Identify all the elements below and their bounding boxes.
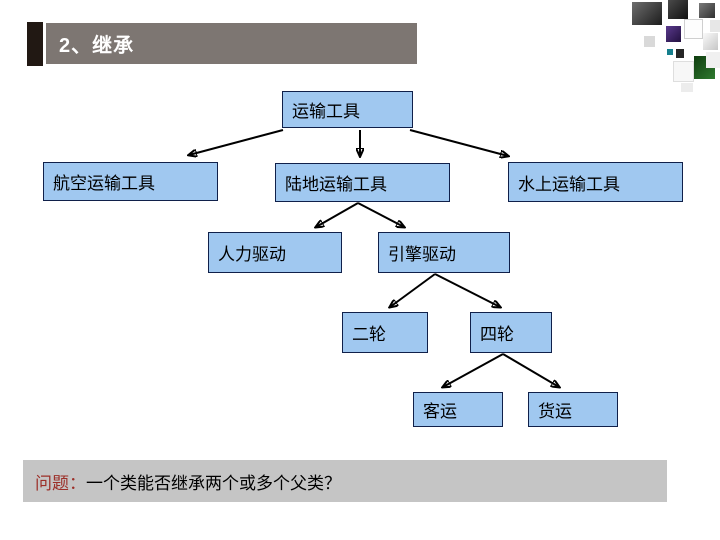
node-label: 陆地运输工具 (285, 175, 387, 194)
node-two-wheel: 二轮 (342, 312, 428, 353)
edge-land-human (316, 202, 359, 227)
edge-engine-two-wheel (390, 273, 436, 307)
node-label: 客运 (423, 402, 457, 421)
decoration-square (684, 19, 703, 39)
node-label: 二轮 (352, 325, 386, 344)
decoration-square (699, 3, 715, 18)
decoration-square (706, 52, 720, 68)
edge-engine-four-wheel (434, 273, 500, 307)
node-label: 货运 (538, 402, 572, 421)
node-human-powered: 人力驱动 (208, 232, 342, 273)
node-engine-driven: 引擎驱动 (378, 232, 510, 273)
title-accent-block (27, 22, 43, 66)
node-label: 水上运输工具 (518, 174, 620, 194)
decoration-square (710, 20, 720, 32)
node-air-transport: 航空运输工具 (43, 162, 218, 201)
node-label: 运输工具 (292, 102, 360, 121)
edge-transport-water (409, 129, 508, 156)
node-land-transport: 陆地运输工具 (275, 163, 450, 202)
decoration-square (667, 49, 673, 55)
node-label: 四轮 (480, 325, 514, 344)
node-label: 引擎驱动 (388, 245, 456, 264)
node-freight: 货运 (528, 392, 618, 427)
node-four-wheel: 四轮 (470, 312, 552, 353)
node-label: 人力驱动 (218, 245, 286, 264)
edge-transport-air (189, 129, 284, 155)
question-text: 一个类能否继承两个或多个父类？ (86, 473, 341, 493)
page-title: 2、继承 (59, 35, 135, 57)
decoration-square (681, 83, 693, 92)
node-passenger: 客运 (413, 392, 503, 427)
decoration-square (676, 49, 684, 58)
decoration-square (632, 2, 662, 25)
decoration-square (703, 33, 718, 50)
decoration-square (673, 61, 694, 82)
decoration-square (666, 26, 681, 42)
node-label: 航空运输工具 (53, 174, 155, 193)
decoration-square (668, 0, 688, 19)
node-water-transport: 水上运输工具 (508, 162, 683, 202)
question-bar: 问题： 一个类能否继承两个或多个父类？ (23, 460, 667, 502)
question-label: 问题： (35, 473, 86, 493)
title-bar: 2、继承 (46, 23, 417, 64)
decoration-square (644, 36, 655, 47)
edge-four-wheel-passenger (443, 353, 504, 387)
edge-land-engine (357, 202, 404, 227)
node-transport: 运输工具 (282, 91, 413, 128)
edge-four-wheel-freight (502, 353, 559, 387)
